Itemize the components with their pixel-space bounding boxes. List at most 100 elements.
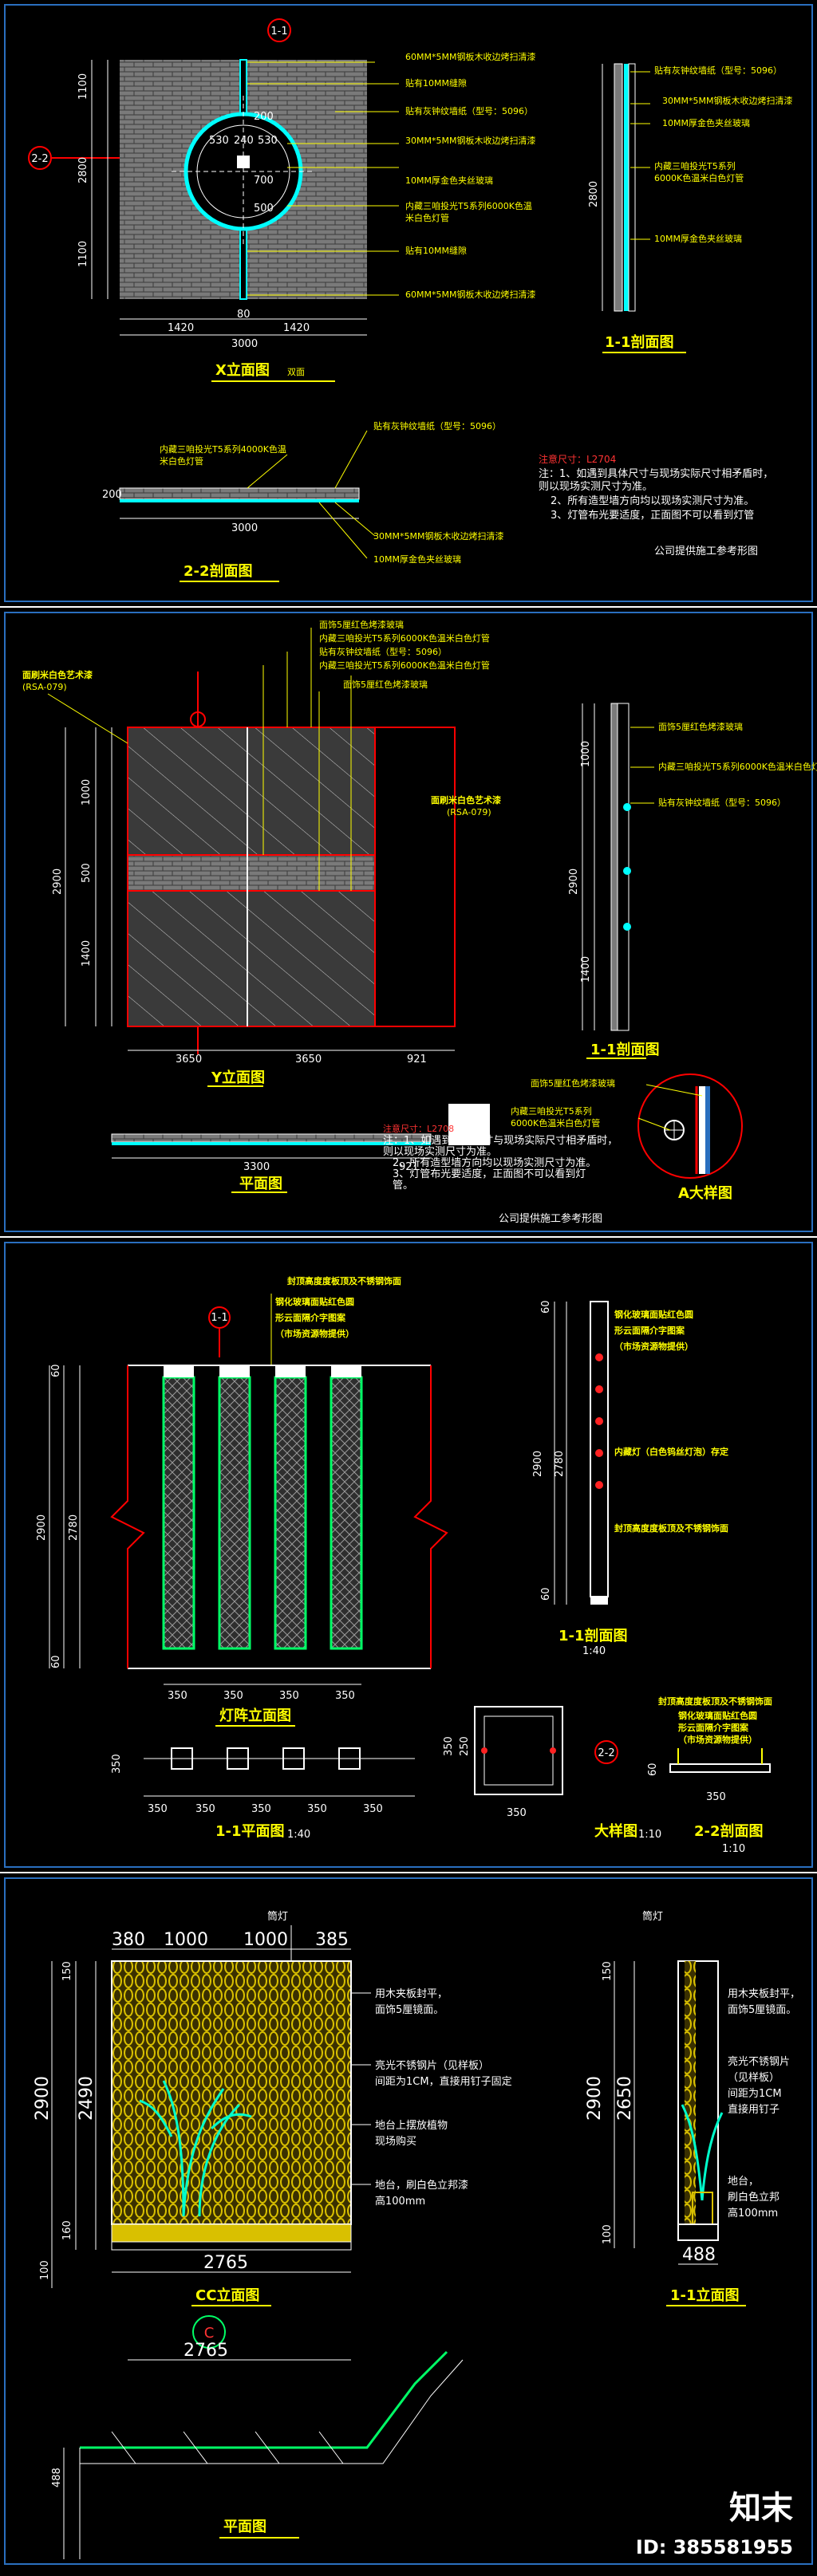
sec11-label-6: 10MM厚金色夹丝玻璃 — [654, 233, 742, 244]
y-dim-bottom-1: 3650 — [176, 1054, 202, 1065]
s3-plan-dim-1: 350 — [195, 1803, 215, 1815]
sheet4-canvas: 筒灯 380 1000 1000 385 150 2900 2490 160 1… — [0, 1873, 817, 2576]
watermark-id: ID: 385581955 — [635, 2536, 793, 2558]
s4-sec-label-4: （见样板） — [728, 2072, 780, 2084]
y-dim-left-1: 1000 — [81, 779, 93, 805]
left-dim-3: 1100 — [77, 241, 89, 267]
s3-right-title: 1-1剖面图 — [558, 1627, 628, 1644]
y-mid-label: 面刷米白色艺术漆 — [431, 794, 501, 805]
sec11-label-1: 贴有灰钟纹墙纸（型号：5096） — [654, 65, 782, 76]
s4-sec-label-2: 面饰5厘镜面。 — [728, 2004, 796, 2016]
s4-label-6: 现场购买 — [375, 2135, 416, 2148]
s4-sec-dim-2: 2900 — [585, 2076, 605, 2121]
section-mark-1-1: 1-1 — [270, 26, 287, 37]
s3-sec22-dim-2: 350 — [706, 1791, 726, 1803]
y-top-label-4: 内藏三咱投光T5系列6000K色温米白色灯管 — [319, 660, 490, 671]
s4-sec-label-9: 高100mm — [728, 2207, 778, 2220]
s3-plan-dim-3: 350 — [307, 1803, 327, 1815]
x-elevation-title: X立面图 — [215, 361, 270, 379]
s3-top-label-3: 形云面隔介字图案 — [275, 1312, 346, 1323]
s4-plan-title: 平面图 — [223, 2519, 266, 2535]
sec22-dim-2: 3000 — [231, 522, 258, 534]
s3-sec22-title: 2-2剖面图 — [694, 1822, 764, 1840]
s4-dim-top-3: 1000 — [243, 1930, 288, 1950]
s4-sec-dim-bottom: 488 — [682, 2245, 716, 2265]
s3-sec22-dim-1: 60 — [647, 1763, 659, 1776]
y-mid-label-code: (RSA-079) — [447, 807, 491, 817]
s3-top-label-1: 封顶高度度板顶及不锈钢饰面 — [287, 1275, 401, 1286]
s4-sec-dim-1: 150 — [602, 1961, 614, 1981]
s3-right-label-4: 内藏灯（白色钨丝灯泡）存定 — [614, 1446, 728, 1457]
section-mark-2-2: 2-2 — [31, 153, 48, 165]
sec11-label-5: 6000K色温米白色灯管 — [654, 172, 744, 183]
s3-dim-left-1: 60 — [50, 1364, 62, 1377]
left-dim-2: 2800 — [77, 157, 89, 183]
s4-sec-label-3: 亮光不锈钢片 — [728, 2055, 790, 2068]
x-label-3: 贴有灰钟纹墙纸（型号：5096） — [405, 105, 533, 116]
s3-top-label-4: （市场资源物提供） — [275, 1328, 354, 1339]
s4-sec-lamp: 筒灯 — [642, 1910, 663, 1923]
s4-sec-label-1: 用木夹板封平， — [728, 1988, 800, 2000]
y-top-label-1: 面饰5厘红色烤漆玻璃 — [319, 619, 404, 630]
sheet2-note-1: 注：1、如遇到具体尺寸与现场实际尺寸相矛盾时， — [383, 1134, 618, 1147]
s4-label-7: 地台，刷白色立邦漆 — [375, 2179, 468, 2192]
sheet1-canvas: 1-1 2-2 530 240 530 200 700 500 1100 280… — [0, 0, 817, 606]
y-dim-left-3: 500 — [81, 863, 93, 883]
sec11-title: 1-1剖面图 — [605, 333, 674, 351]
s4-dim-top-2: 1000 — [164, 1930, 208, 1950]
sheet2-canvas: 1000 2900 500 1400 3650 3650 921 Y立面图 面饰… — [0, 608, 817, 1236]
watermark-brand: 知末 — [729, 2490, 793, 2527]
lamp-column-4 — [330, 1376, 363, 1650]
sheet2-note-5: 管。 — [393, 1180, 413, 1191]
circle-dim-6: 500 — [254, 203, 274, 215]
s3-elev-title: 灯阵立面图 — [219, 1707, 291, 1724]
x-label-2: 贴有10MM缝隙 — [405, 77, 467, 89]
y-top-label-5: 面饰5厘红色烤漆玻璃 — [343, 679, 428, 690]
s3-dim-left-2: 2900 — [36, 1514, 48, 1541]
sheet1-company: 公司提供施工参考形图 — [654, 545, 758, 557]
s3-detail-dim-3: 350 — [507, 1807, 527, 1819]
drawing-sheet-3: 封顶高度度板顶及不锈钢饰面 钢化玻璃面贴红色圆 形云面隔介字图案 （市场资源物提… — [0, 1238, 817, 1872]
sec22-body — [119, 487, 360, 500]
s4-label-8: 高100mm — [375, 2195, 425, 2208]
s3-plan-scale: 1:40 — [287, 1829, 310, 1841]
sec22-label-4: 30MM*5MM钢板木收边烤扫清漆 — [373, 530, 503, 542]
sec22-label-3: 米白色灯管 — [160, 455, 203, 467]
s3-plan-dim-2: 350 — [251, 1803, 271, 1815]
y-plan-dim-2: 921 — [399, 1161, 419, 1173]
detail-a-title: A大样图 — [678, 1184, 732, 1202]
s3-dim-left-3: 2780 — [68, 1514, 80, 1541]
s4-sec-dim-4: 100 — [602, 2224, 614, 2244]
s3-dim-left-4: 60 — [50, 1655, 62, 1668]
s3-sec22-scale: 1:10 — [722, 1843, 745, 1855]
sec22-label-2: 内藏三咱投光T5系列4000K色温 — [160, 443, 286, 455]
circle-dim-5: 700 — [254, 175, 274, 187]
left-dim-1: 1100 — [77, 73, 89, 100]
y-dim-left-4: 1400 — [81, 940, 93, 967]
s4-sec-title: 1-1立面图 — [670, 2286, 740, 2304]
svg-text:2800: 2800 — [588, 181, 600, 207]
sheet1-note-4: 3、灯管布光要适度，正面图不可以看到灯管 — [551, 509, 754, 522]
s4-dim-top-4: 385 — [315, 1930, 349, 1950]
s4-sec-label-6: 直接用钉子 — [728, 2103, 780, 2116]
s4-sec-label-8: 刷白色立邦 — [728, 2191, 780, 2204]
y-top-label-3: 贴有灰钟纹墙纸（型号：5096） — [319, 646, 447, 657]
detail-a-label-3: 6000K色温米白色灯管 — [511, 1117, 600, 1128]
s4-dim-left-1: 150 — [61, 1961, 73, 1981]
sheet2-note-3: 2、所有造型墙方向均以现场实测尺寸为准。 — [393, 1156, 596, 1169]
s3-top-label-2: 钢化玻璃面贴红色圆 — [275, 1296, 354, 1307]
x-label-5: 10MM厚金色夹丝玻璃 — [405, 175, 493, 186]
s4-label-3: 亮光不锈钢片（见样板） — [375, 2059, 489, 2072]
s4-label-4: 间距为1CM，直接用钉子固定 — [375, 2075, 512, 2088]
s4-dim-left-2: 2900 — [33, 2076, 53, 2121]
bottom-dim-total: 3000 — [231, 338, 258, 350]
y-top-label-2: 内藏三咱投光T5系列6000K色温米白色灯管 — [319, 632, 490, 644]
s3-right-label-3: （市场资源物提供） — [614, 1341, 693, 1352]
circle-dim-3: 530 — [258, 135, 278, 147]
sec22-dim-1: 200 — [102, 489, 122, 501]
sec11-wall — [614, 63, 623, 312]
s3-right-dim-4: 60 — [540, 1587, 552, 1601]
s4-plan-mark: C — [204, 2325, 215, 2342]
circle-dim-2: 240 — [234, 135, 254, 147]
s3-right-dim-3: 2780 — [554, 1451, 566, 1477]
